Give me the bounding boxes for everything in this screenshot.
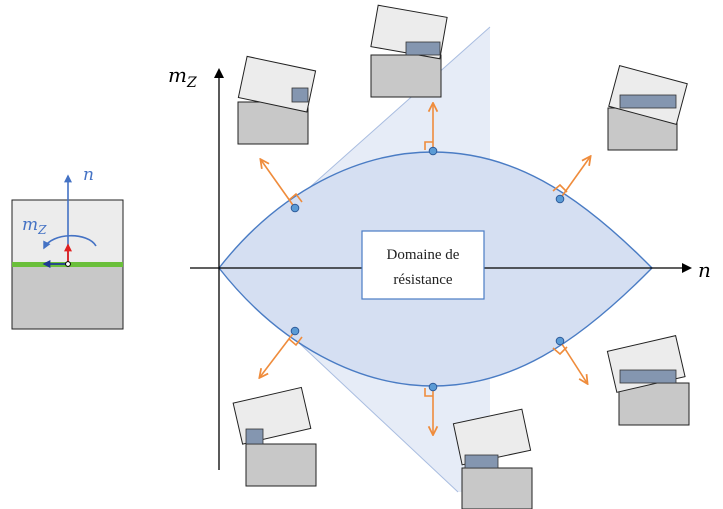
boundary-point (555, 194, 565, 204)
n-axis-label: n (698, 258, 711, 282)
side-mz-label: mZ (22, 215, 47, 237)
normal-arrow-top-right (559, 157, 590, 200)
moment-arc-arrow (43, 235, 97, 250)
block-bottom (452, 408, 533, 509)
normal-arrow-top-left (261, 160, 296, 209)
joint-point (65, 261, 71, 267)
block-top-left (237, 55, 317, 145)
domain-label-box: Domaine de résistance (361, 230, 485, 300)
boundary-point (428, 146, 438, 156)
side-n-label: n (83, 165, 94, 185)
right-angle-mark-bottom-left (288, 336, 303, 347)
boundary-point (555, 336, 565, 346)
side-block-lower (11, 263, 124, 330)
right-angle-mark-bottom (424, 388, 433, 397)
mz-axis-label: mZ (168, 63, 197, 91)
boundary-point (290, 326, 300, 336)
domain-label-line1: Domaine de (387, 247, 460, 263)
normal-arrow-bottom-right (559, 340, 587, 383)
block-bottom-left (232, 386, 317, 487)
boundary-point (290, 203, 300, 213)
domain-label-line2: résistance (393, 272, 452, 288)
boundary-point (428, 382, 438, 392)
right-angle-mark-bottom-right (552, 346, 568, 356)
block-top (370, 4, 448, 98)
right-angle-mark-top-left (288, 192, 303, 203)
boundary-points (290, 146, 565, 392)
block-bottom-right (606, 335, 690, 426)
side-block: n mZ (11, 165, 124, 330)
normal-arrow-bottom-left (260, 330, 296, 377)
normal-arrows (260, 104, 590, 434)
block-top-right (607, 65, 688, 151)
right-angle-mark-top-right (552, 183, 568, 193)
right-angle-mark-top (424, 141, 433, 150)
